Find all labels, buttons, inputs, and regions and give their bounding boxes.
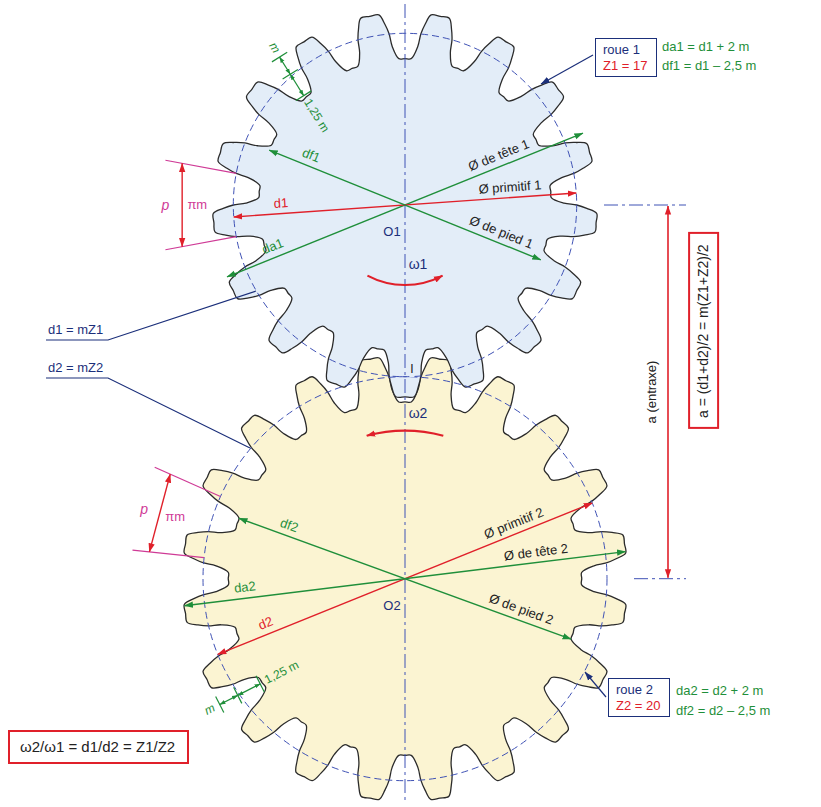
rotation-arrow [367,431,444,436]
pitch-symbol: p [140,501,148,517]
diameter-name: Ø de pied 1 [467,214,535,253]
center-axis-line [405,4,406,803]
pitch-extension-line [133,550,205,558]
center-distance-arrow [667,206,669,578]
pitch-extension-line [155,467,221,496]
pitch-point-label: I [409,363,414,377]
node-text: roue 1 [603,42,649,58]
pitch-symbol: p [161,197,169,213]
dimension-arrow [220,695,238,704]
part-box: roue 2Z2 = 20 [608,678,670,717]
leader-line [46,378,250,448]
root-diameter-arrow [269,150,541,260]
diameter-name: Ø de tête 2 [503,541,569,564]
leader-line [541,55,593,84]
diameter-symbol: df2 [278,516,300,536]
pitch-extension-line [165,237,236,250]
center-reference-line [634,578,686,579]
dimension-group [133,33,626,780]
center-label: O1 [383,225,400,240]
part-box: roue 1Z1 = 17 [595,38,657,77]
node-text: Z2 = 20 [616,698,662,714]
dimension-label: m [202,701,217,718]
pitch-circle [233,33,576,376]
root-diameter-arrow [239,518,571,639]
node-text: ω2/ω1 = d1/d2 = Z1/Z2 [20,738,177,756]
pitch-extension-line [165,160,236,173]
center-label: O2 [383,599,400,614]
diameter-name: Ø de tête 1 [466,137,531,175]
node-text: Z1 = 17 [603,58,649,74]
diameter-symbol: df1 [300,146,322,167]
formula-label: da2 = d2 + 2 m [676,684,763,699]
center-distance-label: a (entraxe) [645,361,660,424]
diameter-name: Ø primitif 1 [479,178,543,197]
pitch-circle [203,377,607,781]
center-reference-line [604,205,686,206]
dimension-label: 1,25 m [262,659,301,688]
speed-label: ω1 [409,256,428,272]
formula-label: d1 = mZ1 [48,323,103,338]
diameter-symbol: da2 [233,580,256,597]
pitch-arrow [181,163,182,246]
pitch-diameter-arrow [218,503,593,654]
speed-label: ω2 [409,405,428,421]
tip-diameter-arrow [227,133,583,277]
node-text: a = (d1+d2)/2 = m(Z1+Z2)/2 [695,242,712,417]
formula-box: a = (d1+d2)/2 = m(Z1+Z2)/2 [688,231,719,428]
pitch-value: πm [187,198,207,213]
formula-label: da1 = d1 + 2 m [662,40,749,55]
formula-label: df1 = d1 – 2,5 m [662,59,756,74]
diameter-symbol: d1 [273,196,288,212]
formula-label: d2 = mZ2 [48,361,103,376]
diameter-symbol: d2 [257,614,276,633]
formula-box: ω2/ω1 = d1/d2 = Z1/Z2 [8,730,189,764]
dimension-label: m [265,40,282,56]
diameter-name: Ø primitif 2 [482,505,546,542]
construction-lines [46,4,686,803]
dimension-arrow [290,74,303,95]
node-text: roue 2 [616,682,662,698]
dimension-arrow [238,684,260,695]
leader-line [46,291,256,340]
leader-line [585,672,606,697]
formula-label: df2 = d2 – 2,5 m [676,704,770,719]
dimension-arrow [280,57,291,74]
pitch-value: πm [165,510,185,525]
dimension-label: 1,25 m [301,97,332,135]
diameter-symbol: da1 [260,236,286,258]
rotation-arrow [367,276,442,285]
diameter-name: Ø de pied 2 [487,592,555,629]
